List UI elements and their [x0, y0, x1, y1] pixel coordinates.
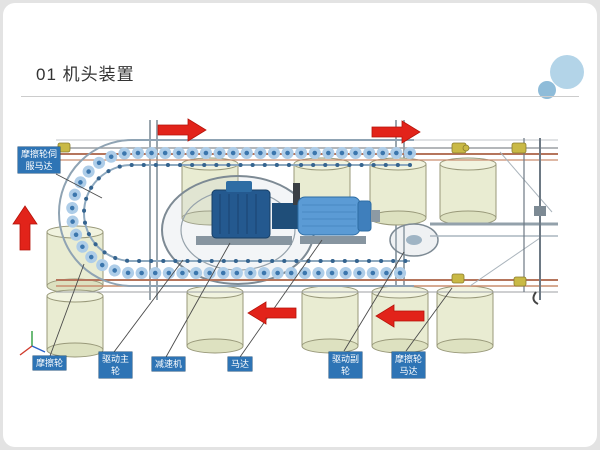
carrier-drums-lower — [46, 285, 494, 358]
leader-lines — [49, 173, 453, 358]
flow-arrow-top-left — [157, 118, 207, 142]
label-reducer: 减速机 — [152, 357, 186, 371]
flow-arrow-bottom-mid — [247, 301, 297, 325]
flow-arrow-top-right — [371, 120, 421, 144]
label-drive-main-wheel: 驱动主 轮 — [99, 352, 133, 378]
conveyor-chain — [58, 139, 416, 287]
label-friction-wheel: 摩擦轮 — [33, 356, 67, 370]
rail-clamps — [57, 142, 527, 287]
drive-sub-wheel — [389, 223, 439, 257]
page-title: 01 机头装置 — [36, 65, 135, 84]
axis-triad — [19, 331, 46, 356]
reducer-gearbox — [196, 181, 292, 245]
decor-circle-small — [538, 81, 556, 99]
motor-assembly — [272, 183, 380, 244]
label-motor: 马达 — [228, 357, 253, 371]
label-friction-wheel-servo-motor: 摩擦轮伺 服马达 — [18, 147, 61, 173]
flow-arrow-left-up — [12, 205, 38, 251]
flow-arrow-bottom-right — [375, 304, 425, 328]
label-friction-wheel-motor: 摩擦轮 马达 — [392, 352, 426, 378]
title-divider — [21, 96, 579, 97]
flow-arrows — [12, 118, 425, 328]
right-end-frame — [523, 138, 546, 305]
label-drive-sub-wheel: 驱动副 轮 — [329, 352, 363, 378]
decor-circle-large — [550, 55, 584, 89]
